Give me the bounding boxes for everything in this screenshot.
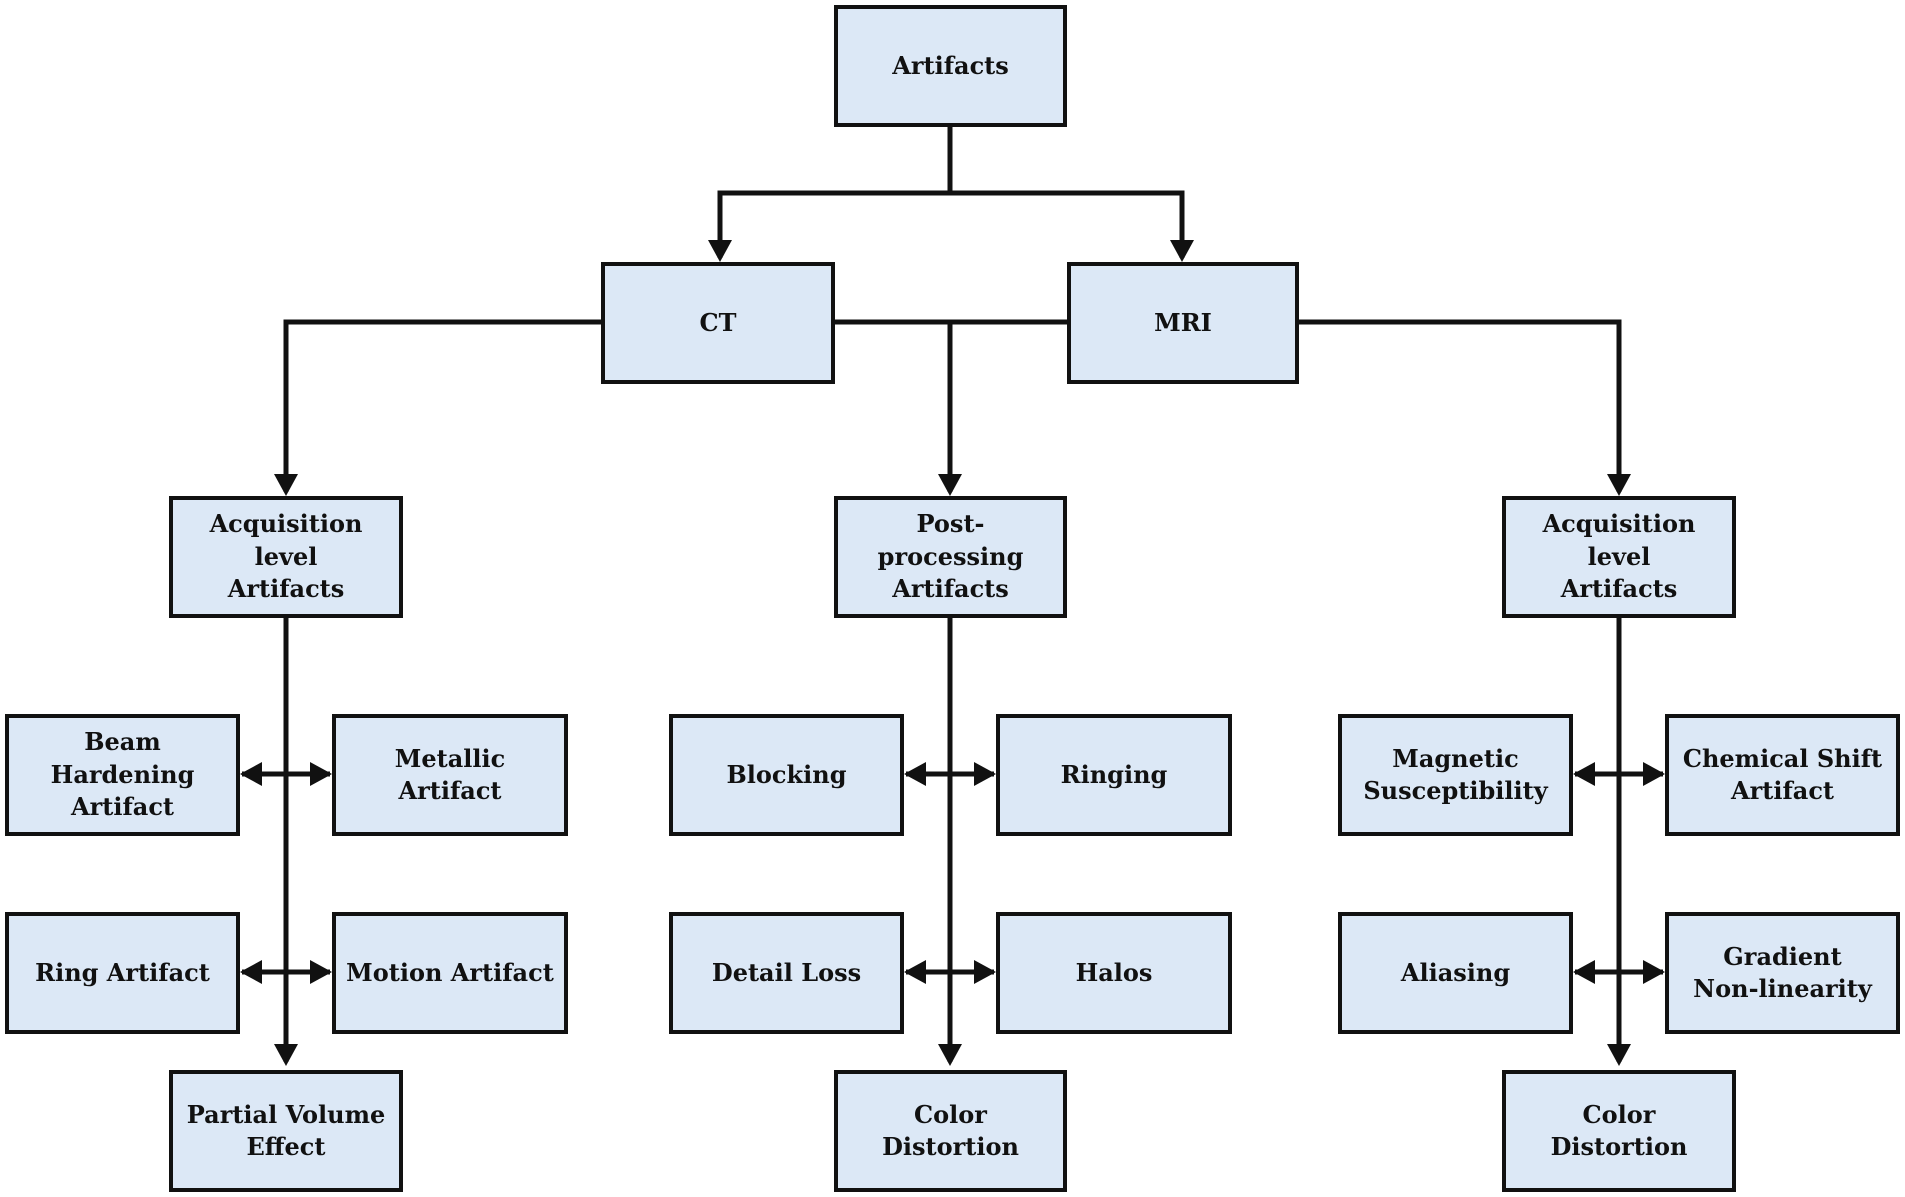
arrow-to-pp-color-distortion bbox=[938, 1044, 962, 1066]
node-mri-color-distortion: Color Distortion bbox=[1502, 1070, 1736, 1192]
arrow-to-detail-loss bbox=[904, 960, 926, 984]
arrow-to-ct bbox=[708, 240, 732, 262]
arrow-to-metallic bbox=[310, 762, 332, 786]
node-artifacts-label: Artifacts bbox=[892, 50, 1009, 80]
node-ring-label: Ring Artifact bbox=[35, 957, 210, 987]
node-mri-color-distortion-label: Color Distortion bbox=[1550, 1099, 1688, 1161]
node-gradient-non-linearity: Gradient Non-linearity bbox=[1665, 912, 1900, 1034]
node-halos-label: Halos bbox=[1075, 957, 1153, 987]
arrow-to-motion bbox=[310, 960, 332, 984]
connector-root-to-mri bbox=[950, 190, 1185, 258]
node-ct-label: CT bbox=[699, 307, 737, 337]
arrow-to-post-processing bbox=[938, 474, 962, 496]
connector-mri-to-acquisition bbox=[1299, 319, 1622, 492]
node-partial-volume-effect: Partial Volume Effect bbox=[169, 1070, 403, 1192]
node-aliasing-label: Aliasing bbox=[1400, 957, 1511, 987]
arrow-to-chemical-shift bbox=[1643, 762, 1665, 786]
node-metallic-label: Metallic Artifact bbox=[394, 743, 506, 805]
node-metallic-artifact: Metallic Artifact bbox=[332, 714, 568, 836]
node-chemical-shift-line1: Chemical Shift bbox=[1682, 743, 1883, 773]
arrow-to-magnetic bbox=[1573, 762, 1595, 786]
arrow-to-mri bbox=[1170, 240, 1194, 262]
node-magnetic-line1: Magnetic bbox=[1392, 743, 1519, 773]
node-blocking: Blocking bbox=[669, 714, 904, 836]
arrow-to-mri-acquisition bbox=[1607, 474, 1631, 496]
node-mri-acquisition-line2: Artifacts bbox=[1560, 574, 1678, 604]
node-magnetic-line2: Susceptibility bbox=[1363, 776, 1548, 805]
node-magnetic-susceptibility: Magnetic Susceptibility bbox=[1338, 714, 1573, 836]
node-pp-color-distortion-label: Color Distortion bbox=[882, 1099, 1019, 1161]
arrow-to-ring bbox=[240, 960, 262, 984]
node-blocking-label: Blocking bbox=[726, 759, 847, 789]
node-detail-loss-label: Detail Loss bbox=[711, 957, 862, 987]
node-beam-hardening-line1: Beam Hardening bbox=[50, 727, 195, 789]
arrow-to-aliasing bbox=[1573, 960, 1595, 984]
node-motion-artifact: Motion Artifact bbox=[332, 912, 568, 1034]
node-ring-artifact: Ring Artifact bbox=[5, 912, 240, 1034]
node-beam-hardening-line2: Artifact bbox=[70, 792, 175, 822]
connector-ct-to-acquisition bbox=[283, 319, 601, 492]
node-post-processing: Post-processing Artifacts bbox=[834, 496, 1067, 618]
node-partial-volume-line2: Effect bbox=[246, 1132, 326, 1161]
node-pp-color-distortion: Color Distortion bbox=[834, 1070, 1067, 1192]
node-artifacts: Artifacts bbox=[834, 5, 1067, 127]
node-ct-acquisition-level: Acquisition level Artifacts bbox=[169, 496, 403, 618]
arrow-to-halos bbox=[974, 960, 996, 984]
arrow-to-beam-hardening bbox=[240, 762, 262, 786]
arrow-to-ct-acquisition bbox=[274, 474, 298, 496]
node-ct: CT bbox=[601, 262, 835, 384]
arrow-to-mri-color-distortion bbox=[1607, 1044, 1631, 1066]
node-mri-acquisition-level: Acquisition level Artifacts bbox=[1502, 496, 1736, 618]
node-mri-label: MRI bbox=[1154, 307, 1212, 337]
arrow-to-ringing bbox=[974, 762, 996, 786]
node-aliasing: Aliasing bbox=[1338, 912, 1573, 1034]
arrow-to-gradient bbox=[1643, 960, 1665, 984]
node-motion-label: Motion Artifact bbox=[346, 957, 554, 987]
node-chemical-shift-line2: Artifact bbox=[1730, 776, 1835, 805]
node-ringing: Ringing bbox=[996, 714, 1232, 836]
node-partial-volume-line1: Partial Volume bbox=[186, 1099, 386, 1129]
node-ct-acquisition-line2: Artifacts bbox=[227, 574, 345, 604]
node-halos: Halos bbox=[996, 912, 1232, 1034]
node-gradient-line1: Gradient bbox=[1723, 941, 1842, 971]
arrowheads bbox=[240, 240, 1665, 1066]
node-chemical-shift-artifact: Chemical Shift Artifact bbox=[1665, 714, 1900, 836]
node-post-processing-line1: Post-processing bbox=[877, 509, 1024, 571]
node-mri: MRI bbox=[1067, 262, 1299, 384]
node-beam-hardening: Beam Hardening Artifact bbox=[5, 714, 240, 836]
node-gradient-line2: Non-linearity bbox=[1693, 974, 1872, 1003]
node-detail-loss: Detail Loss bbox=[669, 912, 904, 1034]
arrow-to-blocking bbox=[904, 762, 926, 786]
node-mri-acquisition-line1: Acquisition level bbox=[1542, 509, 1696, 571]
node-ringing-label: Ringing bbox=[1060, 759, 1168, 789]
connector-root-to-ct bbox=[717, 190, 950, 258]
arrow-to-partial-volume bbox=[274, 1044, 298, 1066]
node-ct-acquisition-line1: Acquisition level bbox=[209, 509, 363, 571]
node-post-processing-line2: Artifacts bbox=[892, 574, 1009, 604]
